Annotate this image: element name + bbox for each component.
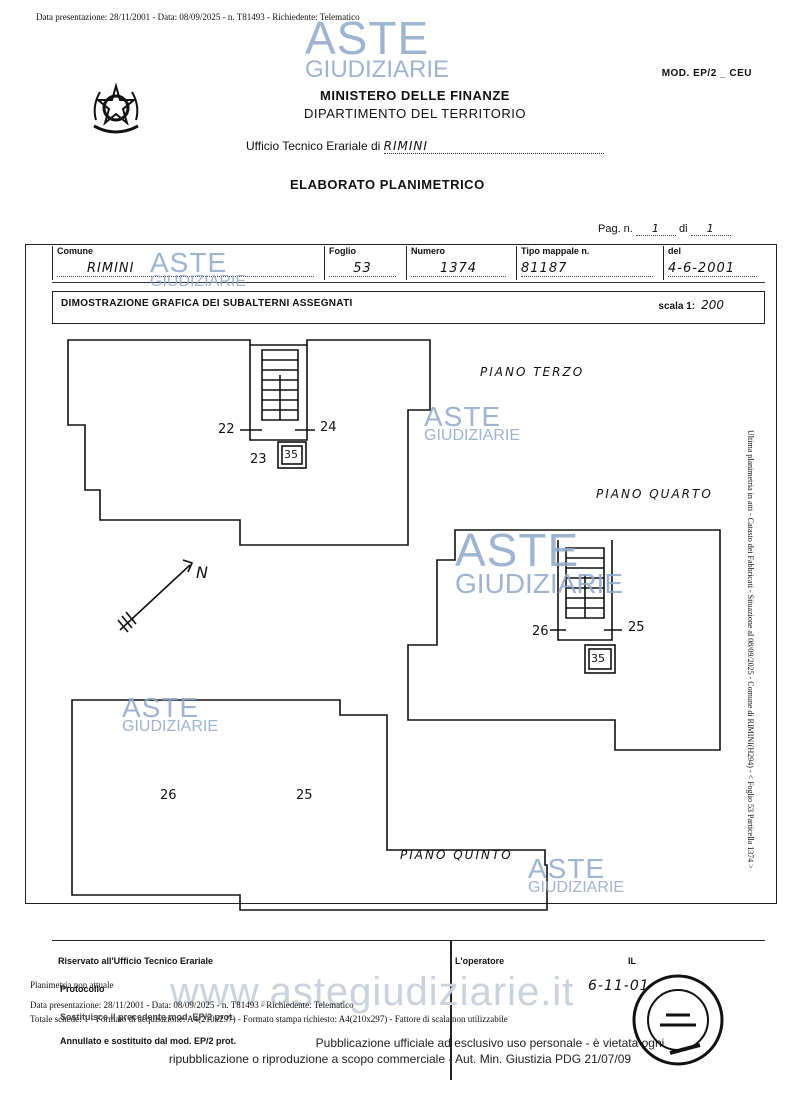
unit-35-box-quarto — [584, 644, 616, 674]
model-code: MOD. EP/2 _ CEU — [661, 68, 752, 79]
footer-totale-line: Totale schede: 1 - Formato di acquisizio… — [30, 1014, 508, 1024]
numero-cell: Numero 1374 — [406, 246, 514, 280]
watermark-fields: ASTE GIUDIZIARIE — [150, 247, 247, 291]
stair-block-terzo — [249, 345, 308, 441]
north-label: N — [196, 563, 210, 582]
annullato-label: Annullato e sostituito dal mod. EP/2 pro… — [60, 1036, 237, 1046]
watermark-bottom: ASTE GIUDIZIARIE — [528, 853, 625, 897]
office-line: Ufficio Tecnico Erariale di RIMINI — [246, 139, 604, 154]
department-title: DIPARTIMENTO DEL TERRITORIO — [303, 106, 526, 121]
protocollo-label: Protocollo — [60, 984, 105, 994]
unit-25-quarto: 25 — [628, 620, 645, 635]
tipo-mappale-cell: Tipo mappale n. 81187 — [516, 246, 661, 280]
drawing-frame — [25, 244, 777, 904]
office-value: RIMINI — [383, 139, 604, 154]
side-text-container: Ultima planimetria in atti - Catasto dei… — [745, 430, 757, 930]
piano-terzo-label: PIANO TERZO — [480, 365, 585, 379]
side-text: Ultima planimetria in atti - Catasto dei… — [746, 430, 755, 869]
comune-cell: Comune RIMINI — [52, 246, 322, 280]
riservato-label: Riservato all'Ufficio Tecnico Erariale — [58, 956, 214, 966]
piano-quarto-label: PIANO QUARTO — [596, 487, 713, 501]
publication-line-1: Pubblicazione ufficiale ad esclusivo uso… — [315, 1036, 665, 1050]
watermark-top: ASTE GIUDIZIARIE — [305, 12, 450, 84]
unit-26-quarto: 26 — [532, 624, 549, 639]
official-stamp-icon — [632, 974, 724, 1066]
unit-26-quinto: 26 — [160, 788, 177, 803]
unit-24: 24 — [320, 420, 337, 435]
piano-quarto-outline — [407, 529, 721, 751]
unit-35-terzo: 35 — [284, 448, 298, 461]
unit-35-box-terzo — [277, 441, 307, 469]
office-label: Ufficio Tecnico Erariale di — [246, 139, 381, 153]
ministry-title: MINISTERO DELLE FINANZE — [320, 88, 510, 103]
scale: scala 1:200 — [658, 298, 724, 312]
unit-35-quarto: 35 — [591, 652, 605, 665]
foglio-cell: Foglio 53 — [324, 246, 404, 280]
il-label: IL — [628, 956, 636, 966]
fields-row: Comune RIMINI Foglio 53 Numero 1374 Tipo… — [52, 244, 765, 283]
section-header: DIMOSTRAZIONE GRAFICA DEI SUBALTERNI ASS… — [52, 291, 765, 324]
page-number: Pag. n. 1 di 1 — [598, 222, 731, 236]
watermark-quinto: ASTE GIUDIZIARIE — [122, 692, 219, 736]
watermark-quarto: ASTE GIUDIZIARIE — [455, 524, 624, 600]
publication-line-2: ripubblicazione o riproduzione a scopo c… — [168, 1052, 632, 1066]
planimetria-note: Planimetria non attuale — [30, 980, 114, 990]
watermark-site: www.astegiudiziarie.it — [170, 970, 575, 1014]
unit-23: 23 — [250, 452, 267, 467]
del-cell: del 4-6-2001 — [663, 246, 765, 280]
document-title: ELABORATO PLANIMETRICO — [290, 177, 485, 192]
footer-box — [52, 940, 765, 1091]
north-arrow-icon — [119, 559, 194, 631]
stair-block-quarto — [557, 540, 613, 641]
footer-divider — [450, 940, 452, 1080]
operatore-label: L'operatore — [455, 956, 505, 966]
piano-terzo-outline — [67, 339, 431, 546]
stamp-date: 6-11-01 — [588, 978, 650, 994]
unit-25-quinto: 25 — [296, 788, 313, 803]
republic-emblem-icon — [93, 82, 139, 134]
piano-quinto-outline — [71, 699, 548, 911]
footer-data-line: Data presentazione: 28/11/2001 - Data: 0… — [30, 1000, 354, 1010]
watermark-terzo: ASTE GIUDIZIARIE — [424, 401, 521, 445]
sostituisce-label: Sostituisce il precedente mod. EP/2 prot… — [60, 1012, 235, 1022]
section-title: DIMOSTRAZIONE GRAFICA DEI SUBALTERNI ASS… — [61, 298, 353, 309]
piano-quinto-label: PIANO QUINTO — [400, 848, 513, 862]
top-info-line: Data presentazione: 28/11/2001 - Data: 0… — [36, 12, 360, 22]
unit-22: 22 — [218, 422, 235, 437]
